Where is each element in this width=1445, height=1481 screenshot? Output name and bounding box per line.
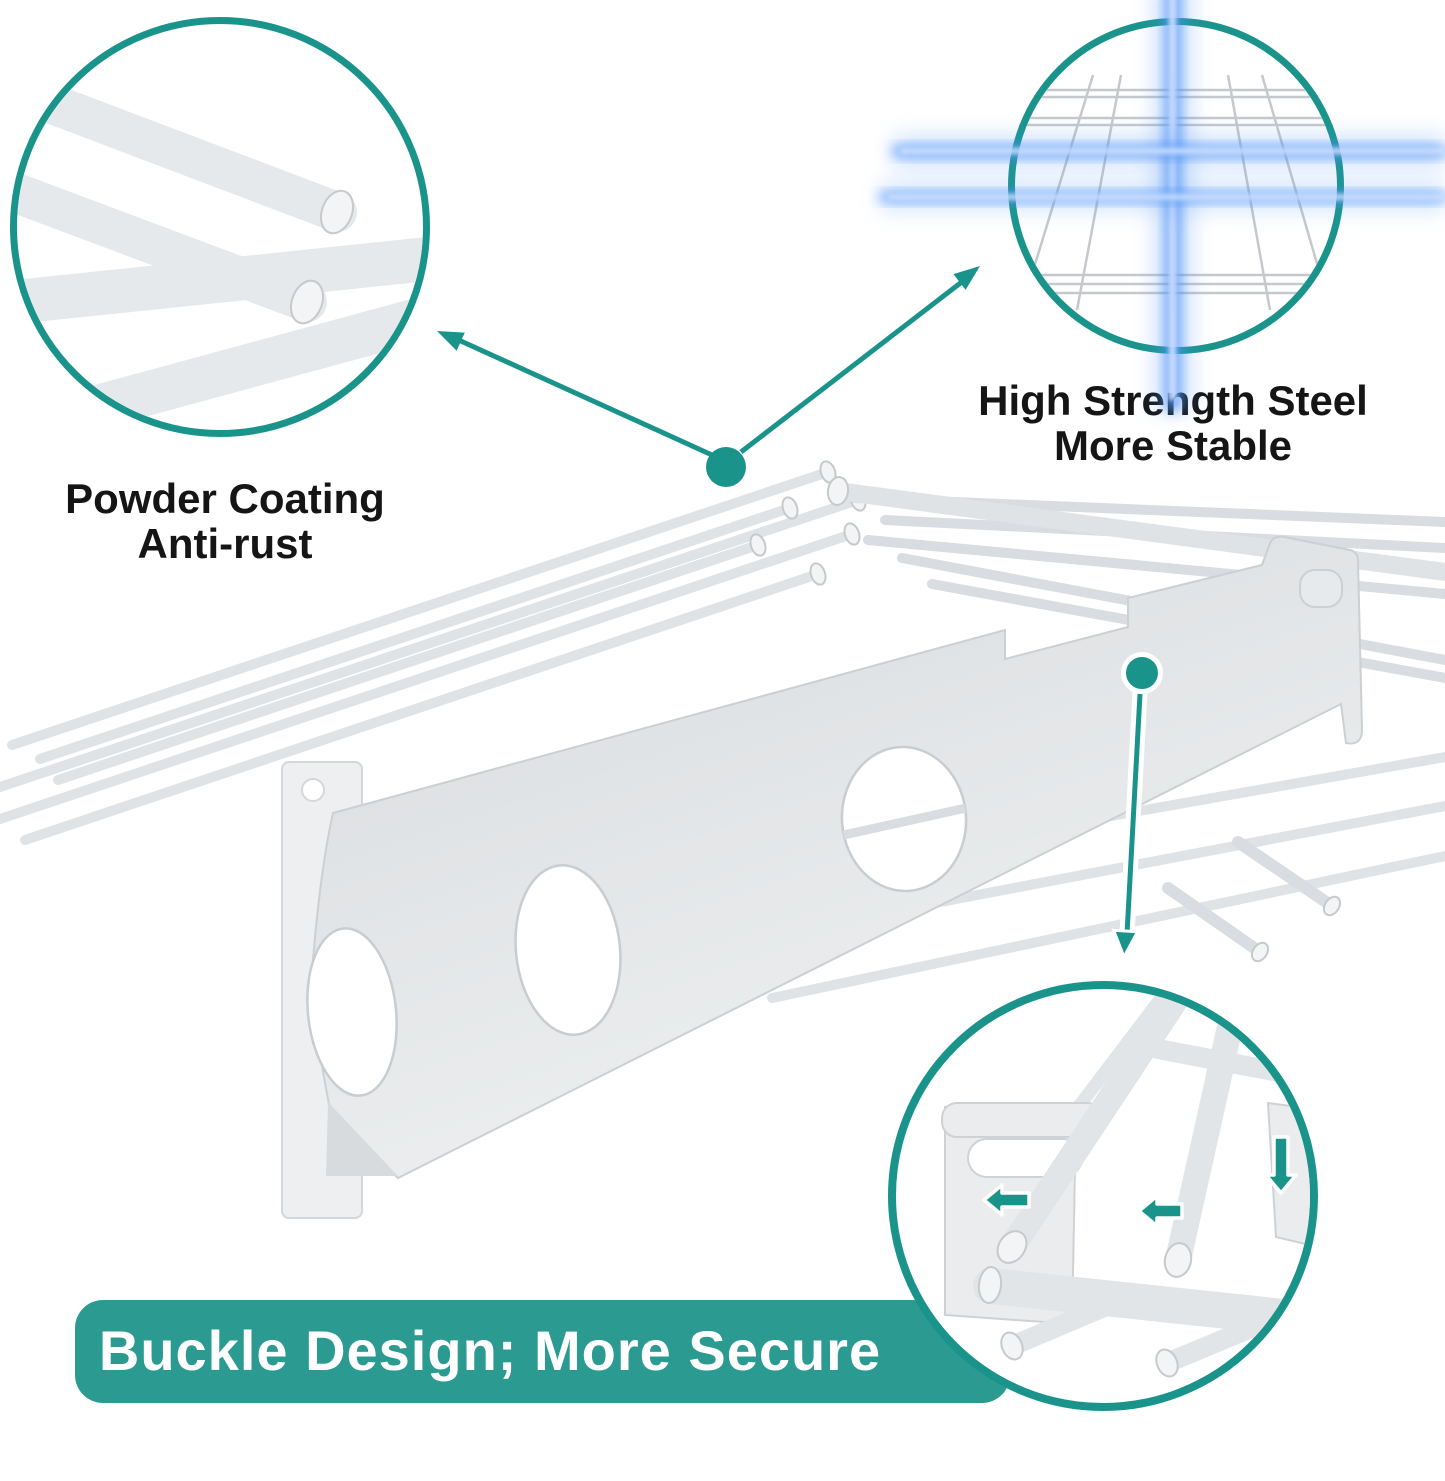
slide-left-arrow-icon — [982, 1183, 1031, 1217]
banner-text: Buckle Design; More Secure — [98, 1319, 882, 1382]
steel-grid-zoom-circle — [1008, 18, 1344, 354]
connector-arrow-to-steel-grid — [739, 266, 980, 454]
high-strength-label-line2: More Stable — [1053, 422, 1293, 469]
powder-coating-label-line1: Powder Coating — [65, 475, 385, 522]
connector-arrow-to-buckle — [1111, 691, 1148, 961]
slide-left-arrow-icon — [1137, 1194, 1184, 1228]
callout-dot-icon — [706, 447, 746, 487]
buckle-mechanism-illustration — [941, 989, 1310, 1378]
wall-plate — [281, 761, 363, 1219]
powder-coating-label-line2: Anti-rust — [137, 520, 313, 567]
bracket-fold — [326, 1102, 398, 1176]
powder-coating-label: Powder Coating Anti-rust — [0, 476, 450, 566]
high-strength-label: High Strength Steel More Stable — [948, 378, 1398, 468]
buckle-zoom-circle — [888, 981, 1318, 1411]
connector-arrow-to-powder-coating — [437, 331, 714, 458]
banner: Buckle Design; More Secure — [75, 1300, 1010, 1403]
callout-dot-icon — [1121, 652, 1163, 694]
steel-grid-illustration — [1015, 73, 1337, 312]
high-strength-label-line1: High Strength Steel — [978, 377, 1368, 424]
under-shelf-wires — [613, 752, 1445, 1003]
powder-coating-zoom-circle — [10, 17, 430, 437]
powder-coated-rods-illustration — [17, 82, 423, 430]
shelf-front-rail — [826, 476, 1445, 581]
buckle-hook-opening — [1299, 569, 1343, 608]
